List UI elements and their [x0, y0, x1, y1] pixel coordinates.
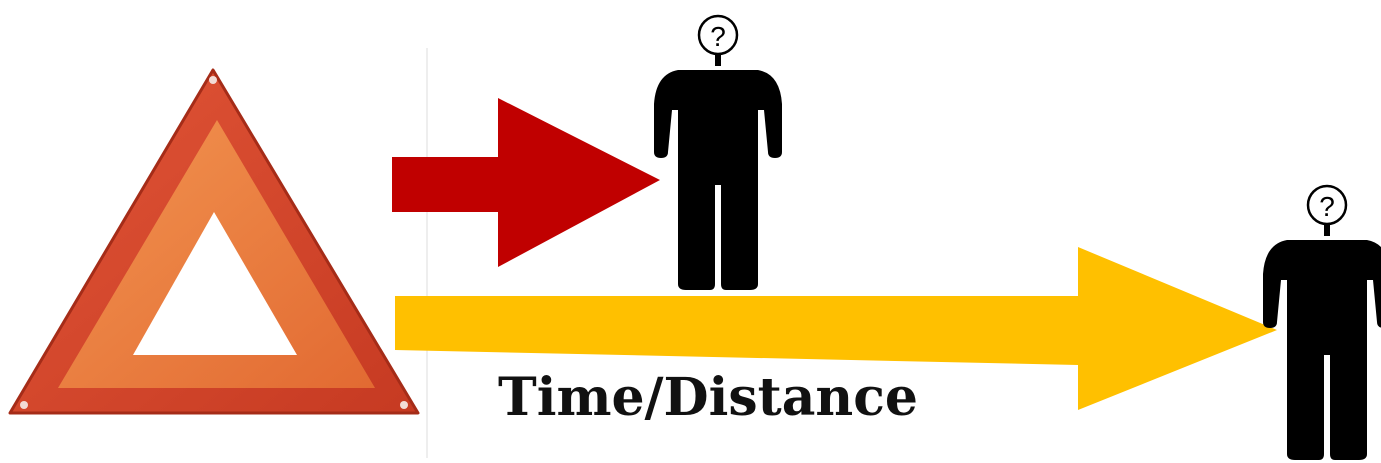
person-question-icon: ? — [654, 16, 782, 290]
svg-text:?: ? — [1319, 191, 1335, 222]
warning-triangle-icon — [10, 70, 418, 413]
red-arrow — [392, 98, 660, 267]
time-distance-label: Time/Distance — [498, 372, 918, 424]
person-question-icon: ? — [1263, 186, 1381, 460]
svg-text:?: ? — [710, 21, 726, 52]
